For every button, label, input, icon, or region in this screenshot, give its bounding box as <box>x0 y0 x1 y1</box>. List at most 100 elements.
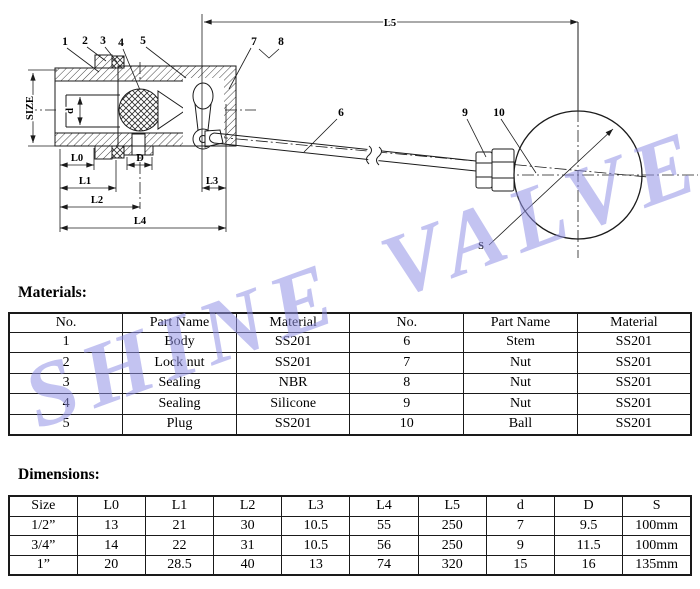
table-cell: NBR <box>235 372 351 395</box>
part-callouts: 1 2 3 4 5 6 7 8 9 10 <box>62 35 537 174</box>
valve-body-section <box>54 54 237 160</box>
table-cell: Sealing <box>122 372 237 395</box>
table-cell: 11.5 <box>553 535 624 556</box>
callout-4: 4 <box>118 37 124 49</box>
table-cell: 100mm <box>622 515 692 537</box>
table-cell: 9.5 <box>553 515 624 537</box>
float-ball: S <box>476 110 643 254</box>
dim-label-d: d <box>65 108 76 114</box>
table-cell: 28.5 <box>144 554 215 576</box>
materials-heading: Materials: <box>18 284 87 301</box>
callout-6: 6 <box>338 107 344 119</box>
header-cell: Material <box>235 312 351 333</box>
seal-ball <box>118 88 162 132</box>
header-cell: Part Name <box>463 312 578 333</box>
header-cell: d <box>485 495 556 517</box>
callout-2: 2 <box>82 35 88 47</box>
callout-3: 3 <box>100 35 106 47</box>
dim-label-l2: L2 <box>91 195 103 206</box>
header-cell: L2 <box>213 495 283 517</box>
header-cell: L3 <box>281 495 351 517</box>
table-cell: 9 <box>485 535 556 556</box>
table-cell: 74 <box>349 554 419 576</box>
callout-1: 1 <box>62 36 68 48</box>
callout-8: 8 <box>278 36 284 48</box>
table-cell: Lock nut <box>122 352 237 374</box>
table-cell: 40 <box>213 554 283 576</box>
table-cell: 1/2” <box>8 515 78 537</box>
table-cell: 14 <box>76 535 146 556</box>
table-cell: 9 <box>349 393 465 415</box>
table-cell: Silicone <box>235 393 351 415</box>
table-cell: 320 <box>417 554 487 576</box>
table-cell: 22 <box>144 535 215 556</box>
table-cell: SS201 <box>576 393 692 415</box>
table-cell: 135mm <box>622 554 692 576</box>
header-cell: S <box>622 495 692 517</box>
table-cell: 31 <box>213 535 283 556</box>
table-cell: 100mm <box>622 535 692 556</box>
table-cell: SS201 <box>235 352 351 374</box>
stem-rod <box>209 132 477 172</box>
dim-label-dcap: D <box>136 153 144 164</box>
table-cell: SS201 <box>576 331 692 354</box>
table-cell: 10.5 <box>281 515 351 537</box>
table-cell: 10 <box>349 413 465 436</box>
dim-label-l0: L0 <box>71 153 83 164</box>
table-cell: 3 <box>8 372 124 395</box>
table-cell: SS201 <box>576 372 692 395</box>
dimensions-heading: Dimensions: <box>18 466 100 483</box>
dim-label-s: S <box>478 241 484 252</box>
dim-label-l3: L3 <box>206 176 218 187</box>
header-cell: L5 <box>417 495 487 517</box>
table-cell: Stem <box>463 331 578 354</box>
table-cell: SS201 <box>576 413 692 436</box>
table-cell: SS201 <box>576 352 692 374</box>
technical-drawing: S L5 SIZE d L0 <box>23 14 698 258</box>
table-cell: 13 <box>76 515 146 537</box>
header-cell: Size <box>8 495 78 517</box>
header-cell: L4 <box>349 495 419 517</box>
table-cell: 30 <box>213 515 283 537</box>
dim-label-l1: L1 <box>79 176 91 187</box>
table-cell: Nut <box>463 372 578 395</box>
callout-10: 10 <box>493 107 505 119</box>
table-cell: Body <box>122 331 237 354</box>
dimension-lines: L5 SIZE d L0 D L1 <box>23 14 578 232</box>
table-cell: 1” <box>8 554 78 576</box>
table-cell: 13 <box>281 554 351 576</box>
table-cell: 15 <box>485 554 556 576</box>
callout-9: 9 <box>462 107 468 119</box>
callout-7: 7 <box>251 36 257 48</box>
table-cell: 21 <box>144 515 215 537</box>
dim-label-l4: L4 <box>134 216 147 227</box>
table-cell: 1 <box>8 331 124 354</box>
table-cell: 6 <box>349 331 465 354</box>
header-cell: Part Name <box>122 312 237 333</box>
header-cell: L0 <box>76 495 146 517</box>
table-cell: SS201 <box>235 331 351 354</box>
callout-5: 5 <box>140 35 146 47</box>
table-cell: 10.5 <box>281 535 351 556</box>
header-cell: No. <box>349 312 465 333</box>
dim-label-size: SIZE <box>25 96 36 120</box>
table-cell: SS201 <box>235 413 351 436</box>
header-cell: Material <box>576 312 692 333</box>
table-cell: Sealing <box>122 393 237 415</box>
table-cell: 7 <box>485 515 556 537</box>
table-cell: Nut <box>463 393 578 415</box>
table-cell: 55 <box>349 515 419 537</box>
table-cell: 7 <box>349 352 465 374</box>
